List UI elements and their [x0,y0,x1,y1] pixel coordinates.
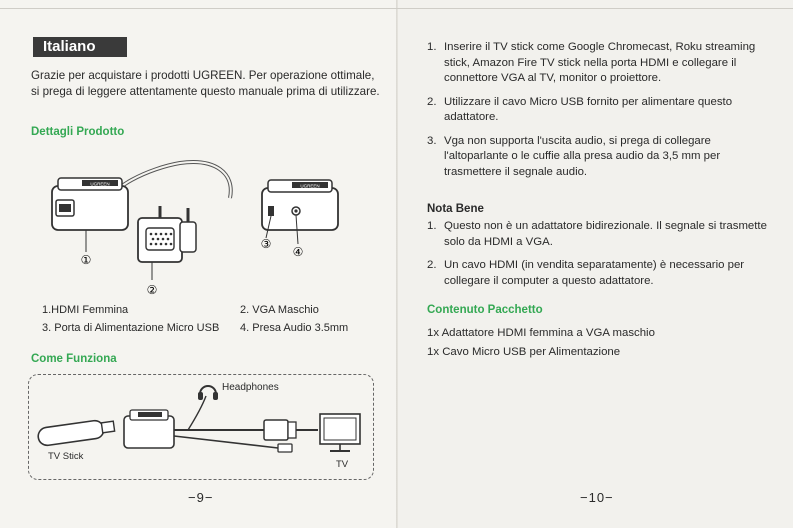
adapter-box-icon [123,415,175,449]
tv-label: TV [336,459,349,470]
notes-list: 1.Questo non è un adattatore bidireziona… [427,219,772,297]
how-it-works-diagram [37,385,361,453]
product-details-title: Dettagli Prodotto [31,126,125,138]
callout-4: ④ [293,245,304,259]
package-contents-title: Contenuto Pacchetto [427,304,543,316]
top-rule [0,8,793,9]
package-item-1: 1x Adattatore HDMI femmina a VGA maschio [427,327,655,339]
language-badge: Italiano [33,37,127,57]
ugreen-logo-left [82,180,118,186]
page-fold [396,0,398,528]
tv-icon [319,413,361,452]
legend-item-1: 1.HDMI Femmina [42,304,129,316]
step-item: 1.Inserire il TV stick come Google Chrom… [427,41,756,84]
tv-stick-label: TV Stick [48,451,84,462]
callout-1: ① [81,253,92,267]
page-number-right: −10− [580,490,614,505]
product-diagram: UGREEN UGREEN ① ② ③ ④ [51,160,339,297]
step-item: 2.Utilizzare il cavo Micro USB fornito p… [427,95,733,124]
right-page [398,0,793,528]
note-title: Nota Bene [427,203,484,215]
note-item: 2.Un cavo HDMI (in vendita separatamente… [427,259,745,287]
ugreen-logo-text-right: UGREEN [300,184,319,189]
note-item: 1.Questo non è un adattatore bidireziona… [427,220,767,248]
how-it-works-title: Come Funziona [31,353,117,365]
headphones-icon [198,385,218,400]
intro-text: Grazie per acquistare i prodotti UGREEN.… [31,69,380,98]
step-item: 3.Vga non supporta l'uscita audio, si pr… [427,134,721,178]
page-number-left: −9− [188,490,214,505]
usb-plug-icon [277,443,293,453]
vga-plug-icon [263,419,289,441]
how-it-works-box [28,374,374,480]
package-item-2: 1x Cavo Micro USB per Alimentazione [427,346,621,358]
steps-list: 1.Inserire il TV stick come Google Chrom… [427,40,777,188]
legend-item-3: 3. Porta di Alimentazione Micro USB [42,322,220,334]
legend-item-4: 4. Presa Audio 3.5mm [240,322,349,334]
ugreen-logo-text-left: UGREEN [90,182,109,187]
ugreen-logo-right [292,182,328,188]
callout-2: ② [147,283,158,297]
callout-3: ③ [261,237,272,251]
tv-stick-icon [37,419,116,447]
headphones-label: Headphones [222,382,279,393]
micro-usb-port [268,206,274,216]
legend-item-2: 2. VGA Maschio [240,304,319,316]
